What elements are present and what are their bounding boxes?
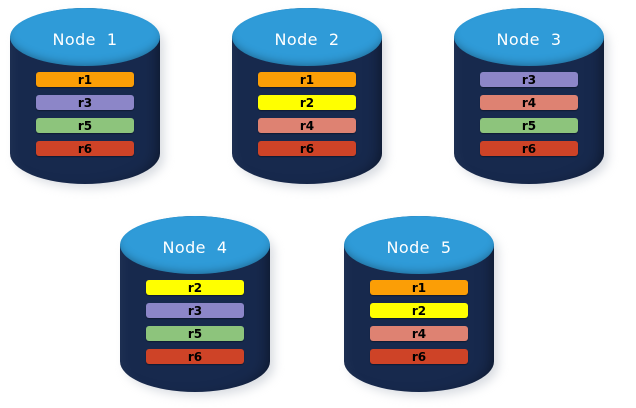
replica-bar: r4 bbox=[370, 326, 468, 341]
node-top-ellipse bbox=[344, 216, 494, 274]
node-top-ellipse bbox=[232, 8, 382, 66]
node-top-ellipse bbox=[10, 8, 160, 66]
replica-bar: r3 bbox=[36, 95, 134, 110]
node-label: Node 3 bbox=[496, 30, 562, 49]
replica-list: r1 r2 r4 r6 bbox=[258, 72, 356, 156]
node-label: Node 1 bbox=[52, 30, 118, 49]
node-cylinder: Node 1 r1 r3 r5 r6 bbox=[10, 8, 164, 188]
replica-bar: r1 bbox=[36, 72, 134, 87]
node-label: Node 4 bbox=[162, 238, 228, 257]
replica-bar: r4 bbox=[480, 95, 578, 110]
replica-bar: r1 bbox=[258, 72, 356, 87]
node-cylinder: Node 2 r1 r2 r4 r6 bbox=[232, 8, 386, 188]
replica-bar: r6 bbox=[146, 349, 244, 364]
node-top-ellipse bbox=[454, 8, 604, 66]
replica-bar: r5 bbox=[146, 326, 244, 341]
replica-bar: r3 bbox=[480, 72, 578, 87]
replica-bar: r5 bbox=[36, 118, 134, 133]
replica-bar: r4 bbox=[258, 118, 356, 133]
node-cylinder: Node 5 r1 r2 r4 r6 bbox=[344, 216, 498, 396]
replica-bar: r2 bbox=[370, 303, 468, 318]
node-label: Node 2 bbox=[274, 30, 340, 49]
replica-bar: r2 bbox=[258, 95, 356, 110]
replica-bar: r2 bbox=[146, 280, 244, 295]
replica-bar: r6 bbox=[480, 141, 578, 156]
replica-list: r3 r4 r5 r6 bbox=[480, 72, 578, 156]
replica-bar: r6 bbox=[258, 141, 356, 156]
replica-bar: r1 bbox=[370, 280, 468, 295]
node-cylinder: Node 4 r2 r3 r5 r6 bbox=[120, 216, 274, 396]
node-top-ellipse bbox=[120, 216, 270, 274]
replica-list: r1 r2 r4 r6 bbox=[370, 280, 468, 364]
replica-list: r2 r3 r5 r6 bbox=[146, 280, 244, 364]
replica-bar: r3 bbox=[146, 303, 244, 318]
node-label: Node 5 bbox=[386, 238, 452, 257]
replica-bar: r6 bbox=[36, 141, 134, 156]
replica-bar: r5 bbox=[480, 118, 578, 133]
replica-bar: r6 bbox=[370, 349, 468, 364]
replica-list: r1 r3 r5 r6 bbox=[36, 72, 134, 156]
node-cylinder: Node 3 r3 r4 r5 r6 bbox=[454, 8, 608, 188]
